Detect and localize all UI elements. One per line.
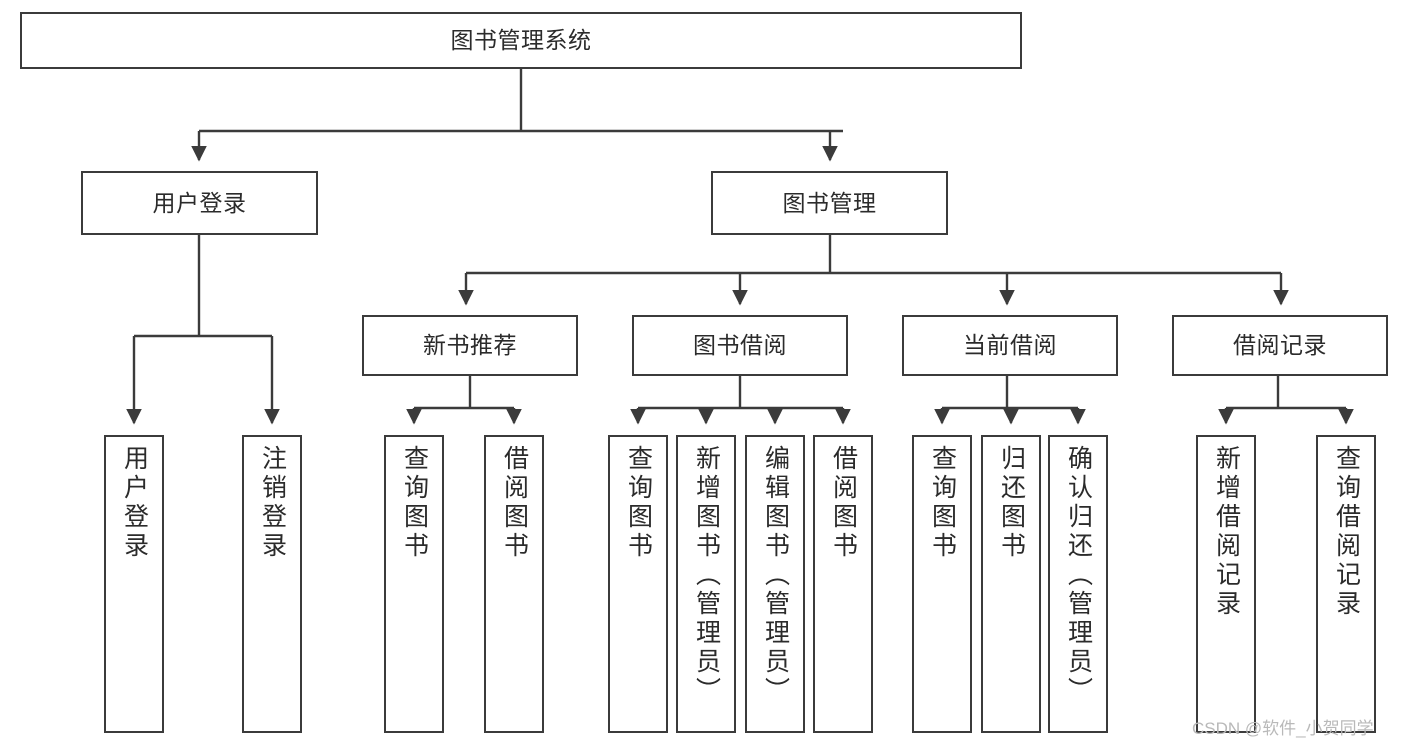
leaf-book-borrow-edit[interactable]: 编辑图书（管理员） <box>745 435 805 733</box>
node-user-login[interactable]: 用户登录 <box>81 171 318 235</box>
node-label: 借阅图书 <box>500 445 529 561</box>
node-label: 查询借阅记录 <box>1332 445 1361 619</box>
node-label: 查询图书 <box>928 445 957 561</box>
node-root-book-management-system[interactable]: 图书管理系统 <box>20 12 1022 69</box>
node-current-borrow[interactable]: 当前借阅 <box>902 315 1118 376</box>
leaf-user-login-logout[interactable]: 注销登录 <box>242 435 302 733</box>
node-label: 确认归还（管理员） <box>1064 445 1093 706</box>
leaf-book-borrow-query[interactable]: 查询图书 <box>608 435 668 733</box>
node-book-borrow[interactable]: 图书借阅 <box>632 315 848 376</box>
node-label: 图书借阅 <box>693 332 787 359</box>
node-label: 查询图书 <box>400 445 429 561</box>
leaf-new-book-query[interactable]: 查询图书 <box>384 435 444 733</box>
node-label: 图书管理系统 <box>450 27 592 54</box>
node-label: 编辑图书（管理员） <box>761 445 790 706</box>
node-book-management[interactable]: 图书管理 <box>711 171 948 235</box>
leaf-current-borrow-confirm-return[interactable]: 确认归还（管理员） <box>1048 435 1108 733</box>
node-label: 归还图书 <box>997 445 1026 561</box>
node-label: 用户登录 <box>152 189 247 216</box>
node-label: 注销登录 <box>258 445 287 561</box>
leaf-new-book-borrow[interactable]: 借阅图书 <box>484 435 544 733</box>
node-label: 新增借阅记录 <box>1212 445 1241 619</box>
leaf-book-borrow-add[interactable]: 新增图书（管理员） <box>676 435 736 733</box>
leaf-borrow-record-query[interactable]: 查询借阅记录 <box>1316 435 1376 733</box>
node-label: 借阅记录 <box>1233 332 1327 359</box>
leaf-current-borrow-return[interactable]: 归还图书 <box>981 435 1041 733</box>
node-borrow-record[interactable]: 借阅记录 <box>1172 315 1388 376</box>
node-label: 查询图书 <box>624 445 653 561</box>
leaf-borrow-record-add[interactable]: 新增借阅记录 <box>1196 435 1256 733</box>
csdn-watermark: CSDN @软件_小贺同学 <box>1192 719 1374 738</box>
leaf-user-login-login[interactable]: 用户登录 <box>104 435 164 733</box>
node-label: 图书管理 <box>782 189 877 216</box>
node-label: 新书推荐 <box>423 332 517 359</box>
node-label: 新增图书（管理员） <box>692 445 721 706</box>
node-label: 借阅图书 <box>829 445 858 561</box>
node-label: 用户登录 <box>120 445 149 561</box>
leaf-book-borrow-borrow[interactable]: 借阅图书 <box>813 435 873 733</box>
leaf-current-borrow-query[interactable]: 查询图书 <box>912 435 972 733</box>
node-label: 当前借阅 <box>963 332 1057 359</box>
node-new-book-recommend[interactable]: 新书推荐 <box>362 315 578 376</box>
